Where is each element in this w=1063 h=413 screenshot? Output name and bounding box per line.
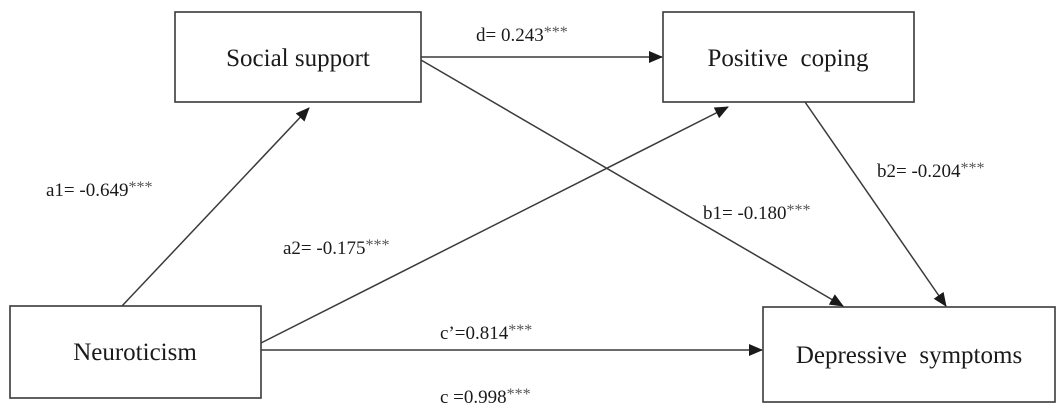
- path-b1-significance: ***: [787, 202, 811, 219]
- path-c-significance: ***: [507, 386, 531, 403]
- node-positive-coping: Positive coping: [662, 11, 915, 103]
- path-b2-label: b2= -0.204***: [877, 160, 985, 182]
- node-social-support-label: Social support: [226, 45, 370, 72]
- path-a1-label: a1= -0.649***: [46, 179, 152, 201]
- node-social-support: Social support: [174, 11, 422, 103]
- node-neuroticism: Neuroticism: [9, 305, 262, 399]
- path-a2-arrow: [260, 106, 729, 344]
- path-a1-significance: ***: [128, 179, 152, 196]
- path-a2-label: a2= -0.175***: [283, 237, 389, 259]
- node-neuroticism-label: Neuroticism: [73, 339, 197, 366]
- path-a1-value: a1= -0.649: [46, 180, 128, 201]
- node-depressive-symptoms-label: Depressive symptoms: [796, 342, 1022, 369]
- node-positive-coping-label: Positive coping: [707, 45, 869, 72]
- path-b2-value: b2= -0.204: [877, 161, 961, 182]
- path-c-prime-value: c’=0.814: [440, 323, 509, 344]
- path-c-prime-significance: ***: [508, 322, 532, 339]
- path-d-significance: ***: [544, 24, 568, 41]
- path-a2-value: a2= -0.175: [283, 238, 365, 259]
- path-a2-significance: ***: [365, 237, 389, 254]
- path-c-label: c =0.998***: [440, 386, 531, 408]
- path-a1-arrow: [121, 107, 310, 307]
- path-b1-arrow: [420, 59, 844, 307]
- node-depressive-symptoms: Depressive symptoms: [762, 306, 1056, 403]
- path-c-prime-label: c’=0.814***: [440, 322, 532, 344]
- path-d-value: d= 0.243: [476, 25, 544, 46]
- path-b2-arrow: [804, 101, 947, 307]
- path-c-value: c =0.998: [440, 387, 507, 408]
- path-d-label: d= 0.243***: [476, 24, 568, 46]
- path-b1-value: b1= -0.180: [703, 203, 787, 224]
- path-b2-significance: ***: [961, 160, 985, 177]
- path-b1-label: b1= -0.180***: [703, 202, 811, 224]
